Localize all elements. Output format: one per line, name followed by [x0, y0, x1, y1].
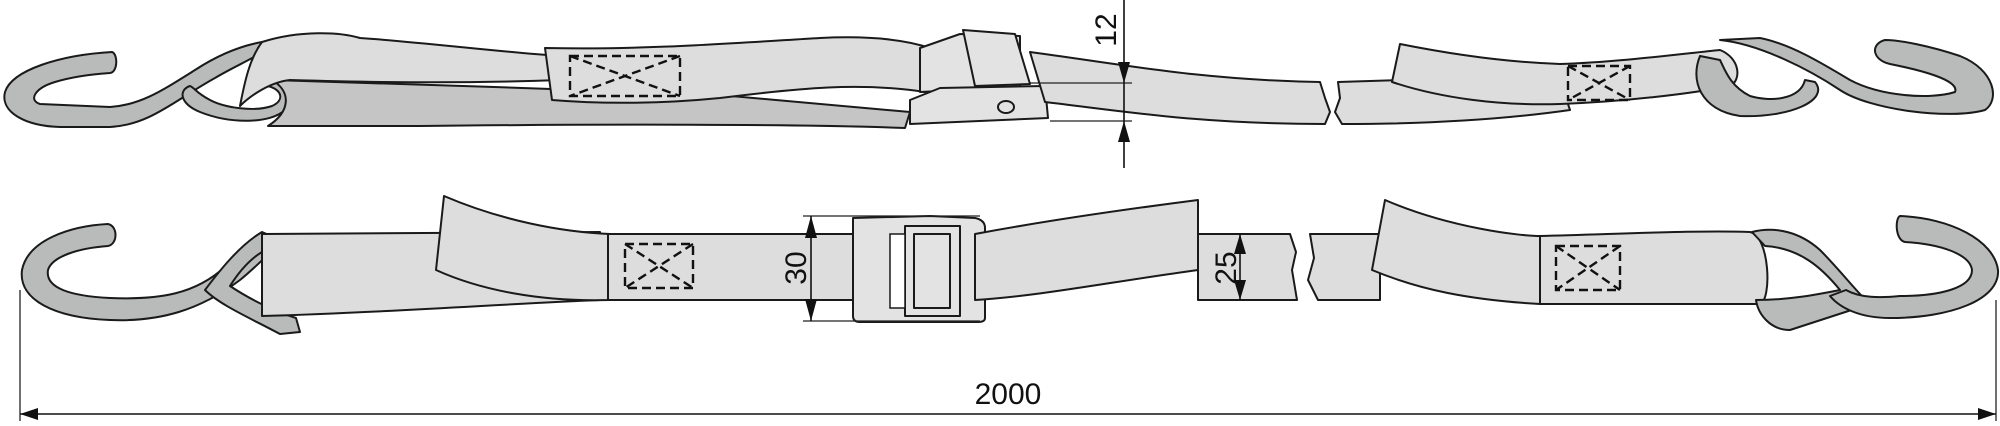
top-view: 30 25: [20, 195, 2000, 335]
dimension-2000-label: 2000: [975, 378, 1042, 411]
side-strap-stitched-section: [544, 36, 931, 104]
side-right-loop: [1391, 43, 1739, 106]
top-right-flap: [974, 199, 1199, 301]
top-right-ring-icon: [1751, 228, 1871, 331]
dimension-25-label: 25: [1210, 251, 1243, 284]
dimension-30: 30: [780, 215, 980, 322]
dimension-2000: 2000: [19, 290, 1997, 421]
dimension-12: 12: [1030, 0, 1132, 168]
right-d-ring-icon: [1695, 55, 1819, 118]
top-left-stitch-box: [623, 242, 695, 290]
dimension-30-label: 30: [780, 251, 813, 284]
top-strap-after-break: [1307, 233, 1381, 301]
dimension-25: 25: [1210, 234, 1246, 300]
top-strap-mid: [1197, 233, 1298, 301]
side-cam-buckle: [909, 29, 1049, 125]
side-left-loop: [239, 32, 561, 107]
dimension-12-label: 12: [1090, 13, 1123, 46]
top-left-ring-icon: [204, 231, 301, 335]
top-right-loop: [1371, 199, 1769, 305]
side-right-stitch-box: [1566, 64, 1632, 102]
top-right-s-hook-icon: [1829, 215, 2000, 319]
top-right-stitch-box: [1554, 244, 1622, 292]
right-s-hook-icon: [1719, 37, 1994, 115]
side-strap-lower: [267, 79, 911, 129]
side-stitch-box: [568, 54, 682, 98]
top-cam-buckle: [852, 215, 986, 323]
side-view: 12: [3, 0, 1994, 168]
side-strap-right: [1029, 51, 1331, 125]
